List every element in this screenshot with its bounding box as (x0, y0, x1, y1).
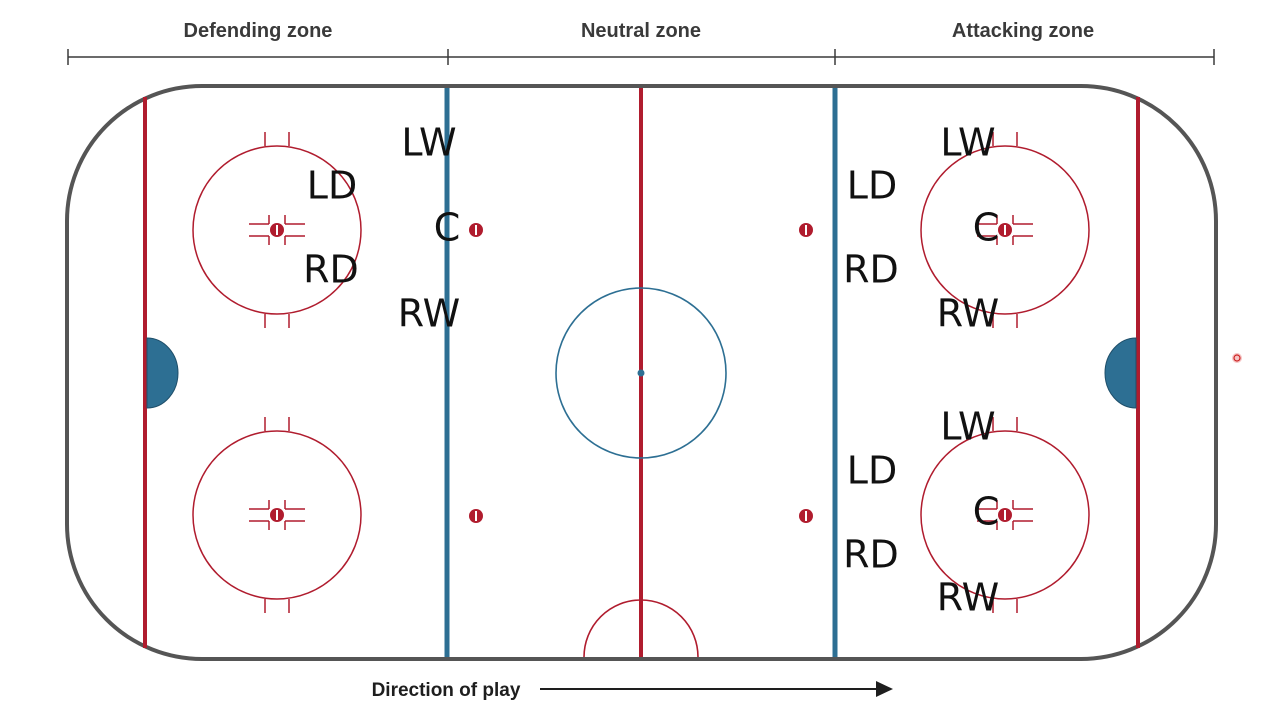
position-ld-label: LD (847, 164, 897, 208)
position-c-label: C (973, 206, 1000, 250)
neutral-faceoff-dot (469, 509, 483, 523)
right-goal-crease (1104, 337, 1137, 409)
position-lw-label: LW (401, 121, 456, 165)
position-lw-label: LW (940, 405, 995, 449)
referee-crease (583, 599, 699, 658)
faceoff-circle-attacking-bottom (920, 417, 1090, 613)
faceoff-circles (192, 132, 1090, 613)
left-goal-crease (146, 337, 179, 409)
position-ld-label: LD (847, 449, 897, 493)
defending-zone-label: Defending zone (184, 20, 333, 42)
faceoff-circle-defending-top (192, 132, 362, 328)
neutral-faceoff-dot (799, 223, 813, 237)
faceoff-circle-attacking-top (920, 132, 1090, 328)
position-rd-label: RD (843, 248, 899, 292)
neutral-faceoff-dot (469, 223, 483, 237)
attacking-zone-label: Attacking zone (952, 20, 1094, 42)
position-rd-label: RD (303, 248, 359, 292)
center-faceoff-dot (637, 369, 645, 377)
zone-ruler (67, 49, 1215, 65)
player-positions: LW LD C RD RW LW LD C RD RW LW LD C RD RW (303, 121, 999, 620)
neutral-zone-dots (469, 223, 813, 523)
position-ld-label: LD (307, 164, 357, 208)
position-rw-label: RW (398, 292, 460, 336)
position-c-label: C (973, 490, 1000, 534)
neutral-faceoff-dot (799, 509, 813, 523)
position-lw-label: LW (940, 121, 995, 165)
faceoff-circle-defending-bottom (192, 417, 362, 613)
direction-of-play-label: Direction of play (372, 680, 521, 701)
cursor-dot-icon (1232, 353, 1242, 363)
neutral-zone-label: Neutral zone (581, 20, 701, 42)
position-rd-label: RD (843, 533, 899, 577)
position-rw-label: RW (937, 576, 999, 620)
position-rw-label: RW (937, 292, 999, 336)
center-ice-circle (555, 287, 727, 459)
direction-arrow-icon (540, 681, 893, 697)
position-c-label: C (434, 206, 461, 250)
